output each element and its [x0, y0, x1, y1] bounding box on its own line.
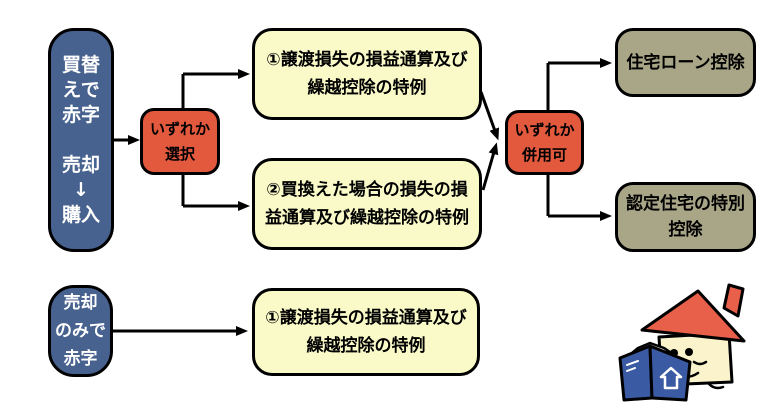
- node-text-line: いずれか: [514, 120, 575, 139]
- node-text-line: いずれか: [149, 119, 210, 138]
- book-title-dashes: [626, 360, 639, 372]
- arrow-option2-to-combine: [481, 142, 499, 191]
- node-text-line: 買替: [61, 53, 100, 76]
- node-text-line: のみで: [55, 321, 106, 341]
- down-arrow-glyph: ↓: [73, 178, 89, 201]
- node-text-line: 赤字: [63, 349, 98, 369]
- node-option1-bottom: ①譲渡損失の損益通算及び 繰越控除の特例: [252, 288, 480, 376]
- node-rebuy-deficit: 買替 えで 赤字 売却 ↓ 購入: [48, 28, 114, 252]
- house-foot: [707, 382, 725, 390]
- node-text-line: えで: [62, 78, 100, 101]
- node-text-line: 住宅ローン控除: [626, 52, 745, 73]
- book-house-arrow-icon: [659, 366, 683, 390]
- node-text-line: 購入: [61, 203, 100, 226]
- book-right-cover: [648, 344, 692, 402]
- node-text-line: 売却: [61, 153, 100, 176]
- house-character-illustration: [618, 283, 746, 402]
- node-housing-loan-deduction: 住宅ローン控除: [615, 28, 756, 97]
- house-eye-right: [685, 348, 693, 356]
- node-select-either: いずれか 選択: [140, 108, 220, 175]
- house-smile: [692, 360, 708, 366]
- node-text-line: 併用可: [521, 145, 567, 164]
- node-text-line: 益通算及び繰越控除の特例: [265, 208, 469, 228]
- node-combine-either: いずれか 併用可: [505, 110, 584, 175]
- arrow-option1-to-combine: [479, 91, 500, 141]
- house-roof: [640, 289, 746, 343]
- node-option2-rebuy-loss-special: ②買換えた場合の損失の損 益通算及び繰越控除の特例: [252, 158, 482, 250]
- node-text-line: 繰越控除の特例: [307, 78, 427, 98]
- node-text-line: ①譲渡損失の損益通算及び: [265, 308, 467, 328]
- house-chimney: [722, 283, 745, 318]
- node-text-line: 売却: [63, 293, 98, 313]
- node-text-line: 選択: [164, 144, 195, 163]
- node-option1-carryover-special: ①譲渡損失の損益通算及び 繰越控除の特例: [252, 28, 482, 120]
- node-text-line: ①譲渡損失の損益通算及び: [266, 50, 468, 70]
- node-text-line: 認定住宅の特別: [626, 194, 745, 214]
- node-sell-only-deficit: 売却 のみで 赤字: [48, 285, 113, 377]
- node-text-line: 控除: [668, 220, 703, 240]
- node-text-line: ②買換えた場合の損失の損: [266, 180, 468, 200]
- node-certified-housing-deduction: 認定住宅の特別 控除: [615, 182, 756, 252]
- node-text-line: 繰越控除の特例: [306, 336, 426, 356]
- node-text-line: 赤字: [61, 103, 100, 126]
- book-left-cover: [618, 344, 654, 402]
